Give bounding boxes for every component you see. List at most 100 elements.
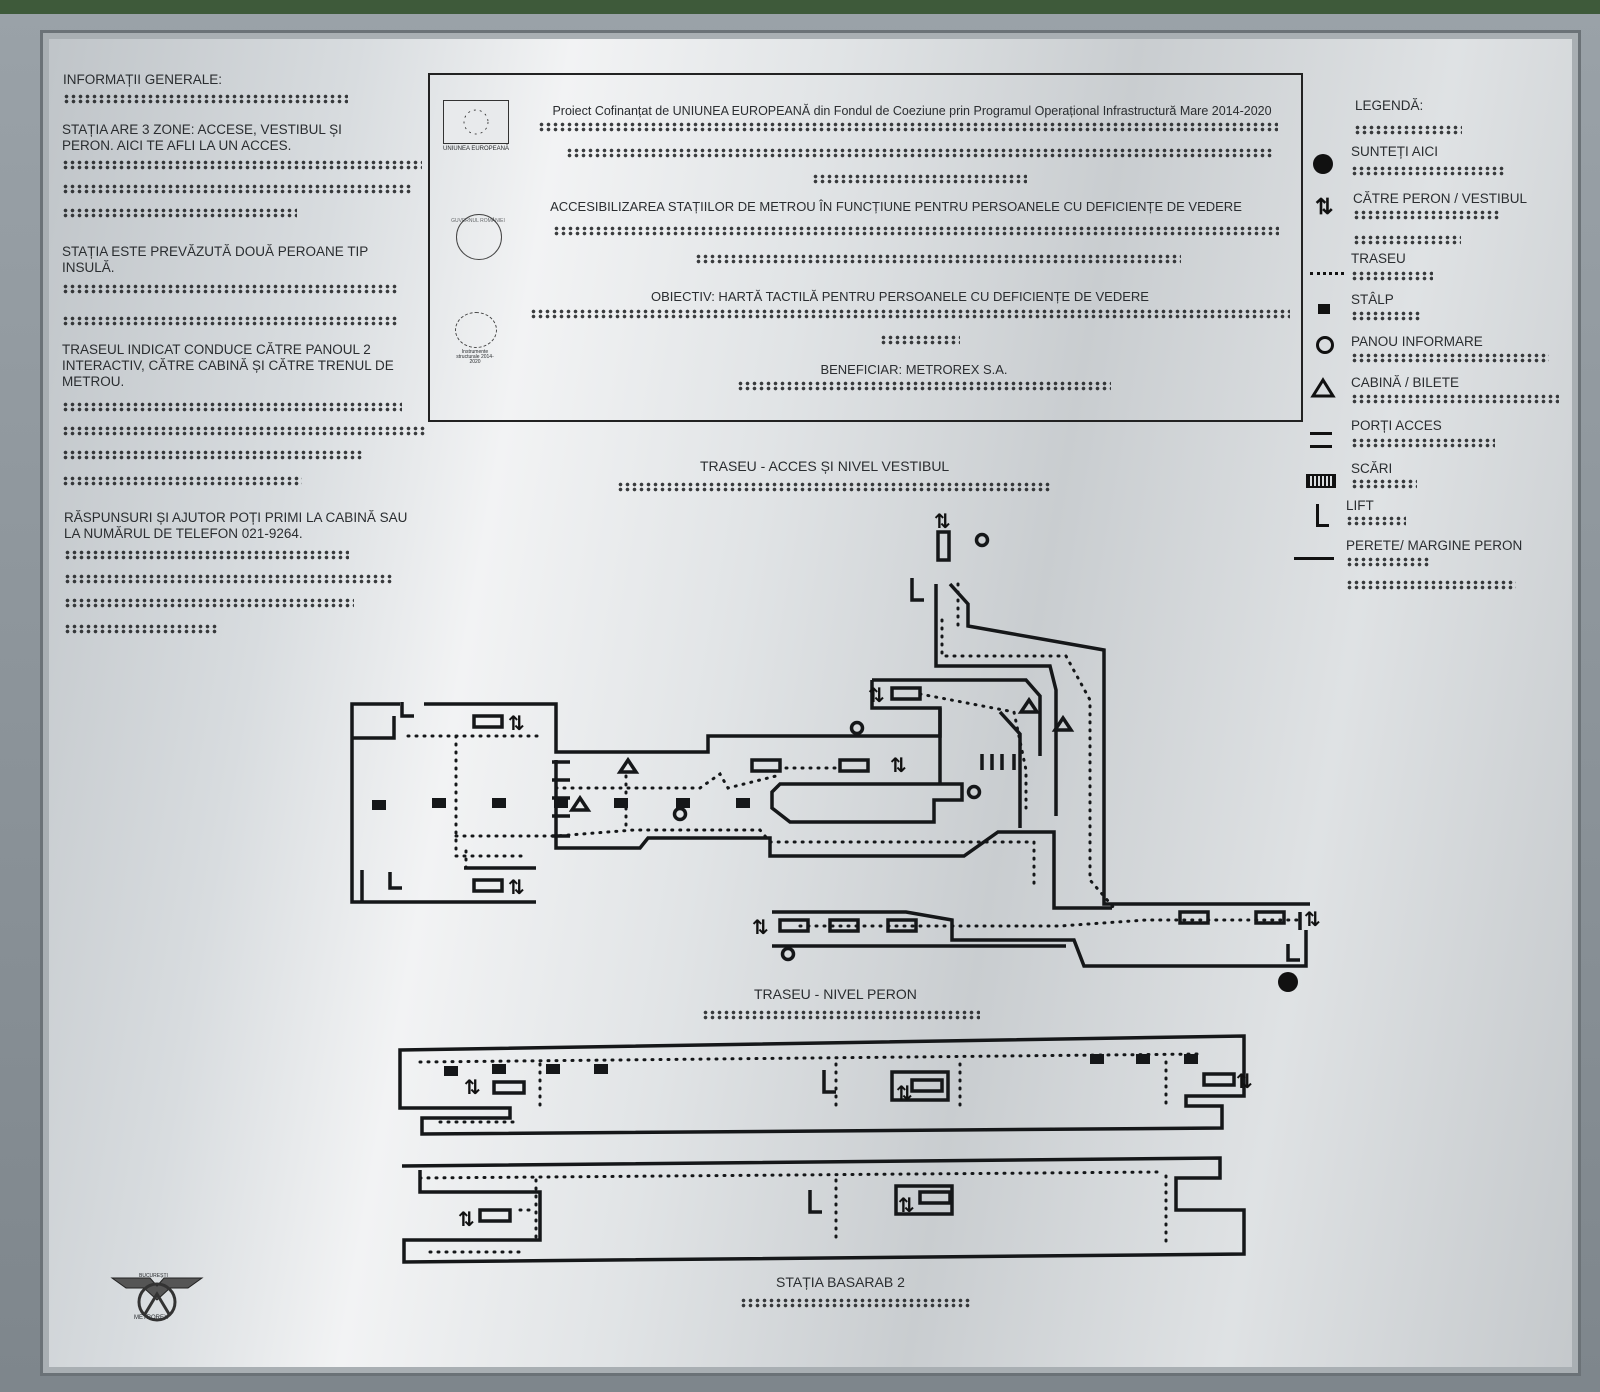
wall-outline	[352, 716, 396, 740]
beneficiary-text: BENEFICIAR: METROREX S.A.	[820, 362, 1008, 377]
route-dots	[406, 582, 1302, 928]
direction-arrows: ⇅ ⇅ ⇅ ⇅ ⇅ ⇅ ⇅ ⇅ ⇅ ⇅ ⇅ ⇅	[458, 509, 1321, 1231]
wall-outline	[934, 584, 1058, 816]
info-panel-icon	[672, 806, 688, 822]
accessibility-title: ACCESIBILIZAREA STAȚIILOR DE METROU ÎN F…	[550, 199, 1242, 214]
stairs-box	[890, 1070, 950, 1102]
wall-outline	[872, 678, 1042, 756]
dotted-route-icon	[1310, 272, 1344, 275]
lift-icon	[1286, 944, 1300, 962]
svg-text:⇅: ⇅	[464, 1075, 481, 1099]
stairs-icon	[472, 714, 504, 729]
svg-text:⇅: ⇅	[890, 753, 907, 777]
braille-text	[62, 402, 402, 412]
wall-edge-line-icon	[1294, 557, 1334, 560]
you-are-here-dot-icon	[1313, 154, 1333, 174]
info-panel-icon	[849, 720, 865, 736]
eu-label: UNIUNEA EUROPEANĂ	[442, 146, 509, 152]
logo-top-text: BUCUREȘTI	[139, 1273, 168, 1279]
ticket-booth-icon	[568, 794, 592, 812]
access-gates-icon	[1310, 432, 1332, 448]
background-strip	[0, 0, 1600, 14]
instruments-logo-icon	[455, 312, 497, 348]
government-label: GUVERNUL ROMÂNIEI	[451, 218, 505, 224]
braille-text	[1346, 580, 1516, 590]
island-outline	[770, 782, 964, 824]
stairs-icon	[1202, 1072, 1236, 1087]
braille-text	[1351, 438, 1495, 448]
pillar-square-icon	[1318, 304, 1330, 314]
braille-text	[62, 284, 397, 294]
braille-text	[1351, 353, 1549, 363]
legend-label: LIFT	[1346, 498, 1374, 513]
wall-outline	[554, 760, 1112, 910]
stairs-icon	[918, 1190, 952, 1205]
braille-text	[737, 381, 1111, 391]
platform-outline	[398, 1034, 1246, 1136]
ticket-booth-icon	[1051, 714, 1075, 732]
wall-outline	[350, 702, 536, 904]
braille-text	[695, 254, 1181, 264]
ticket-booth-icon	[1017, 696, 1041, 714]
lift-icon	[1316, 504, 1329, 527]
braille-text	[63, 94, 348, 104]
svg-text:⇅: ⇅	[508, 875, 525, 899]
vestibule-map-title: TRASEU - ACCES ȘI NIVEL VESTIBUL	[700, 458, 950, 474]
braille-text	[1351, 394, 1559, 404]
info-panel-icon	[780, 946, 796, 962]
lift-icon	[910, 578, 924, 602]
legend-label: PORȚI ACCES	[1351, 418, 1442, 433]
info-panel-icon	[966, 784, 982, 800]
braille-text	[1353, 235, 1461, 245]
braille-text	[1351, 311, 1421, 321]
braille-text	[64, 550, 349, 560]
objective-title: OBIECTIV: HARTĂ TACTILĂ PENTRU PERSOANEL…	[651, 289, 1149, 304]
you-are-here-marker	[1278, 972, 1298, 992]
legend-label: CABINĂ / BILETE	[1351, 375, 1460, 390]
eu-flag-icon	[443, 100, 509, 144]
general-info-route: TRASEUL INDICAT CONDUCE CĂTRE PANOUL 2 I…	[62, 342, 394, 389]
info-panel-circle-icon	[1316, 336, 1334, 354]
svg-text:⇅: ⇅	[1236, 1069, 1253, 1093]
braille-text	[566, 148, 1272, 158]
legend-label: SCĂRI	[1351, 461, 1393, 476]
platform-route-dots	[418, 1052, 1202, 1254]
svg-text:⇅: ⇅	[896, 1081, 913, 1105]
legend-label: SUNTEȚI AICI	[1351, 144, 1439, 159]
braille-text	[62, 476, 302, 486]
stairs-icon	[890, 686, 922, 701]
logo-bottom-text: METROREX	[134, 1315, 169, 1321]
legend-title: LEGENDĂ:	[1355, 98, 1424, 113]
braille-text	[740, 1298, 972, 1308]
lift-icon	[822, 1070, 836, 1094]
braille-text	[62, 450, 362, 460]
braille-text	[617, 482, 1051, 492]
wall-outline	[424, 680, 942, 754]
stairs-icon	[936, 530, 951, 562]
svg-text:⇅: ⇅	[508, 711, 525, 735]
metrorex-logo	[110, 1270, 204, 1326]
stairs-icon	[492, 1080, 526, 1095]
legend-label: TRASEU	[1351, 251, 1406, 266]
info-panel-icon	[974, 532, 990, 548]
braille-text	[880, 335, 960, 345]
platform-map-title: TRASEU - NIVEL PERON	[754, 986, 917, 1002]
stairs-icon	[1178, 910, 1210, 925]
braille-text	[1346, 557, 1431, 567]
access-gates	[980, 754, 1016, 770]
stairs-icon	[838, 758, 870, 773]
braille-text	[62, 160, 422, 170]
braille-text	[62, 316, 397, 326]
stairs-icon	[778, 918, 810, 933]
braille-text	[1351, 479, 1417, 489]
stairs-icon	[1306, 474, 1336, 488]
svg-text:⇅: ⇅	[868, 683, 885, 707]
government-seal-icon	[456, 214, 502, 260]
braille-text	[64, 598, 354, 608]
braille-text	[62, 426, 427, 436]
pillars	[372, 798, 750, 810]
braille-text	[62, 208, 297, 218]
braille-text	[62, 184, 412, 194]
svg-text:⇅: ⇅	[752, 915, 769, 939]
